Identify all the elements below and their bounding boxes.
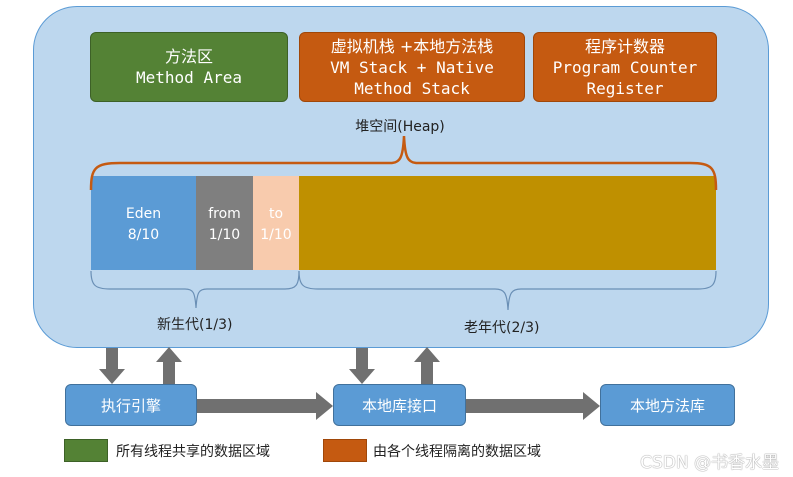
vm-stack-cn: 虚拟机栈 +本地方法栈 [330,36,494,56]
native-library-box: 本地方法库 [600,384,735,426]
interface-to-library-arrow [466,392,600,420]
eden-space: Eden 8/10 [91,176,196,270]
old-generation-space [299,176,716,270]
legend-shared-swatch [64,439,108,462]
pc-register-box: 程序计数器 Program Counter Register [533,32,717,102]
old-gen-brace [298,270,717,311]
method-area-cn: 方法区 [164,47,213,66]
engine-to-interface-arrow [197,392,333,420]
legend-shared-text: 所有线程共享的数据区域 [116,444,270,460]
vm-stack-en-1: VM Stack + Native [330,57,494,77]
native-library-label: 本地方法库 [629,396,705,415]
execution-engine-label: 执行引擎 [100,396,161,415]
eden-name: Eden [125,206,162,222]
native-interface-box: 本地库接口 [333,384,466,426]
interface-up-arrow [414,347,440,384]
heap-brace [89,135,718,191]
to-survivor-space: to 1/10 [253,176,299,270]
to-name: to [268,206,284,222]
pc-register-cn: 程序计数器 [584,36,665,56]
execution-engine-box: 执行引擎 [65,384,197,426]
native-interface-label: 本地库接口 [361,396,437,415]
watermark: CSDN @书香水墨 [640,453,779,473]
heap-label: 堆空间(Heap) [355,119,445,135]
interface-down-arrow [349,348,375,384]
legend-isolated-text: 由各个线程隔离的数据区域 [373,444,541,460]
method-area-box: 方法区 Method Area [90,32,288,102]
engine-up-arrow [156,347,182,384]
from-survivor-space: from 1/10 [196,176,253,270]
pc-register-en-2: Register [586,78,664,98]
eden-ratio: 8/10 [127,227,160,243]
pc-register-en-1: Program Counter [552,57,698,77]
from-ratio: 1/10 [208,227,241,243]
to-ratio: 1/10 [260,227,292,243]
vm-stack-en-2: Method Stack [354,78,470,98]
old-gen-label: 老年代(2/3) [464,320,540,336]
young-gen-label: 新生代(1/3) [157,317,233,333]
method-area-en: Method Area [136,68,242,87]
from-name: from [208,206,241,222]
young-gen-brace [90,270,300,309]
vm-stack-box: 虚拟机栈 +本地方法栈 VM Stack + Native Method Sta… [299,32,525,102]
legend-isolated-swatch [323,439,367,462]
engine-down-arrow [99,348,125,384]
